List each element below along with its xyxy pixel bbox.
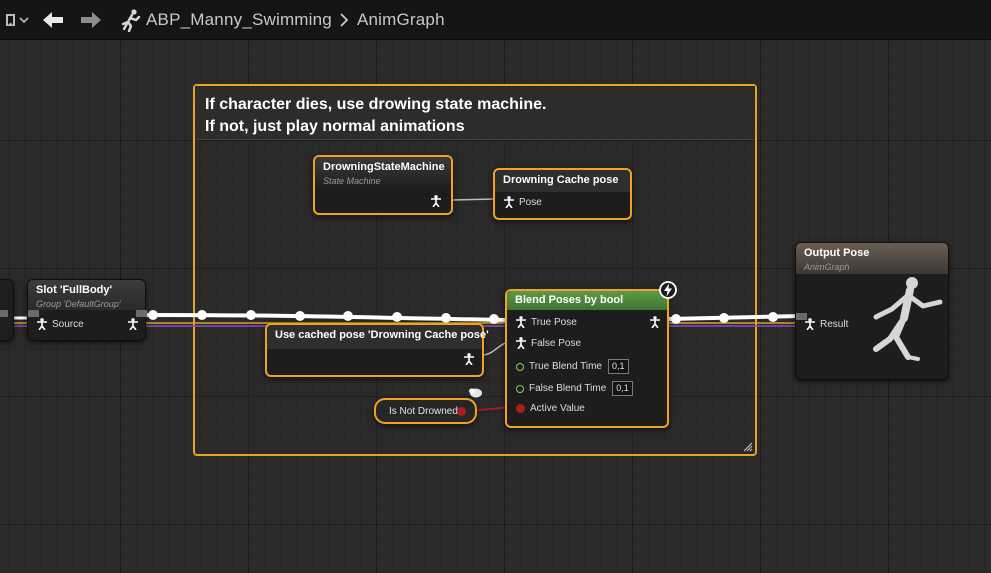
blend-false-pose-pin[interactable]: False Pose: [516, 337, 581, 349]
wire-sm-to-cache: [451, 198, 496, 201]
blend-false-blend-time-pin[interactable]: False Blend Time 0,1: [516, 381, 633, 396]
is-not-drowned-node[interactable]: Is Not Drowned: [374, 398, 477, 424]
output-pose-node[interactable]: Output Pose AnimGraph Result: [795, 242, 949, 380]
is-not-drowned-label: Is Not Drowned: [389, 406, 458, 417]
float-pin-icon: [516, 362, 524, 371]
blend-false-pose-label: False Pose: [531, 337, 582, 349]
blend-active-value-label: Active Value: [530, 403, 585, 414]
pose-pin-icon: [504, 196, 514, 208]
slot-output-pin-icon[interactable]: [128, 318, 138, 330]
output-result-label: Result: [820, 318, 849, 330]
blend-active-value-pin[interactable]: Active Value: [516, 403, 585, 414]
blend-poses-title: Blend Poses by bool: [515, 294, 624, 306]
arrow-left-icon: [43, 11, 63, 28]
use-cached-pose-title: Use cached pose 'Drowning Cache pose': [275, 329, 489, 341]
blend-true-pose-pin[interactable]: True Pose: [516, 316, 577, 328]
forward-button[interactable]: [72, 0, 110, 39]
arrow-right-icon: [81, 11, 101, 28]
pose-pin-icon: [805, 318, 815, 330]
slot-source-label: Source: [52, 318, 84, 330]
true-blend-time-input[interactable]: 0,1: [608, 359, 629, 374]
slot-node[interactable]: Slot 'FullBody' Group 'DefaultGroup' Sou…: [27, 279, 147, 341]
wire-flow-dots: [148, 310, 778, 324]
bookmark-icon: [6, 13, 29, 26]
comment-header[interactable]: If character dies, use drowing state mac…: [195, 86, 755, 140]
state-machine-title: DrowningStateMachine: [323, 161, 445, 173]
output-pose-subtitle: AnimGraph: [804, 262, 850, 272]
cache-pose-node[interactable]: Drowning Cache pose Pose: [493, 168, 632, 220]
pose-pin-icon: [37, 318, 47, 330]
output-pose-title: Output Pose: [804, 247, 870, 259]
chevron-right-icon: [340, 12, 349, 27]
state-machine-node[interactable]: DrowningStateMachine State Machine: [313, 155, 453, 215]
cache-pose-pin-label: Pose: [519, 196, 542, 208]
resize-grip-icon[interactable]: [741, 440, 753, 452]
output-result-pin[interactable]: Result: [805, 318, 848, 330]
blend-true-blend-time-pin[interactable]: True Blend Time 0,1: [516, 359, 629, 374]
comment-line-2: If not, just play normal animations: [205, 118, 465, 135]
breadcrumb-graph[interactable]: AnimGraph: [356, 9, 445, 29]
comment-line-1: If character dies, use drowing state mac…: [205, 96, 547, 113]
back-button[interactable]: [34, 0, 72, 39]
pose-pin-icon: [516, 316, 526, 328]
float-pin-icon: [516, 384, 524, 393]
blend-output-pin-icon[interactable]: [650, 316, 660, 328]
state-machine-output-pin-icon[interactable]: [431, 195, 441, 207]
slot-subtitle: Group 'DefaultGroup': [36, 299, 121, 309]
blend-true-blend-time-label: True Blend Time: [529, 361, 602, 372]
bool-pin-icon: [516, 404, 525, 413]
is-not-drowned-output-pin[interactable]: [457, 407, 466, 416]
anim-blueprint-icon: [116, 0, 146, 39]
state-machine-subtitle: State Machine: [323, 176, 381, 186]
variable-bubble-icon: [469, 388, 482, 398]
blend-false-blend-time-label: False Blend Time: [529, 383, 607, 394]
use-cached-pose-node[interactable]: Use cached pose 'Drowning Cache pose': [265, 323, 489, 377]
pose-pin-icon: [516, 337, 526, 349]
slot-source-pin[interactable]: Source: [37, 318, 84, 330]
mannequin-running-icon: [873, 277, 943, 361]
wire-blend-to-output: [667, 314, 801, 321]
offscreen-node[interactable]: [0, 279, 14, 341]
blend-poses-node[interactable]: Blend Poses by bool True Pose False Pose…: [505, 289, 669, 428]
use-cached-output-pin-icon[interactable]: [464, 353, 474, 365]
bookmark-dropdown[interactable]: [0, 0, 34, 39]
cache-pose-title: Drowning Cache pose: [503, 174, 619, 186]
false-blend-time-input[interactable]: 0,1: [612, 381, 633, 396]
fast-path-lightning-icon: [659, 281, 677, 299]
blend-true-pose-label: True Pose: [531, 316, 577, 328]
breadcrumb-asset[interactable]: ABP_Manny_Swimming: [146, 9, 332, 29]
graph-toolbar: ABP_Manny_Swimming AnimGraph: [0, 0, 991, 40]
cache-pose-pin[interactable]: Pose: [504, 196, 542, 208]
slot-title: Slot 'FullBody': [36, 284, 113, 296]
